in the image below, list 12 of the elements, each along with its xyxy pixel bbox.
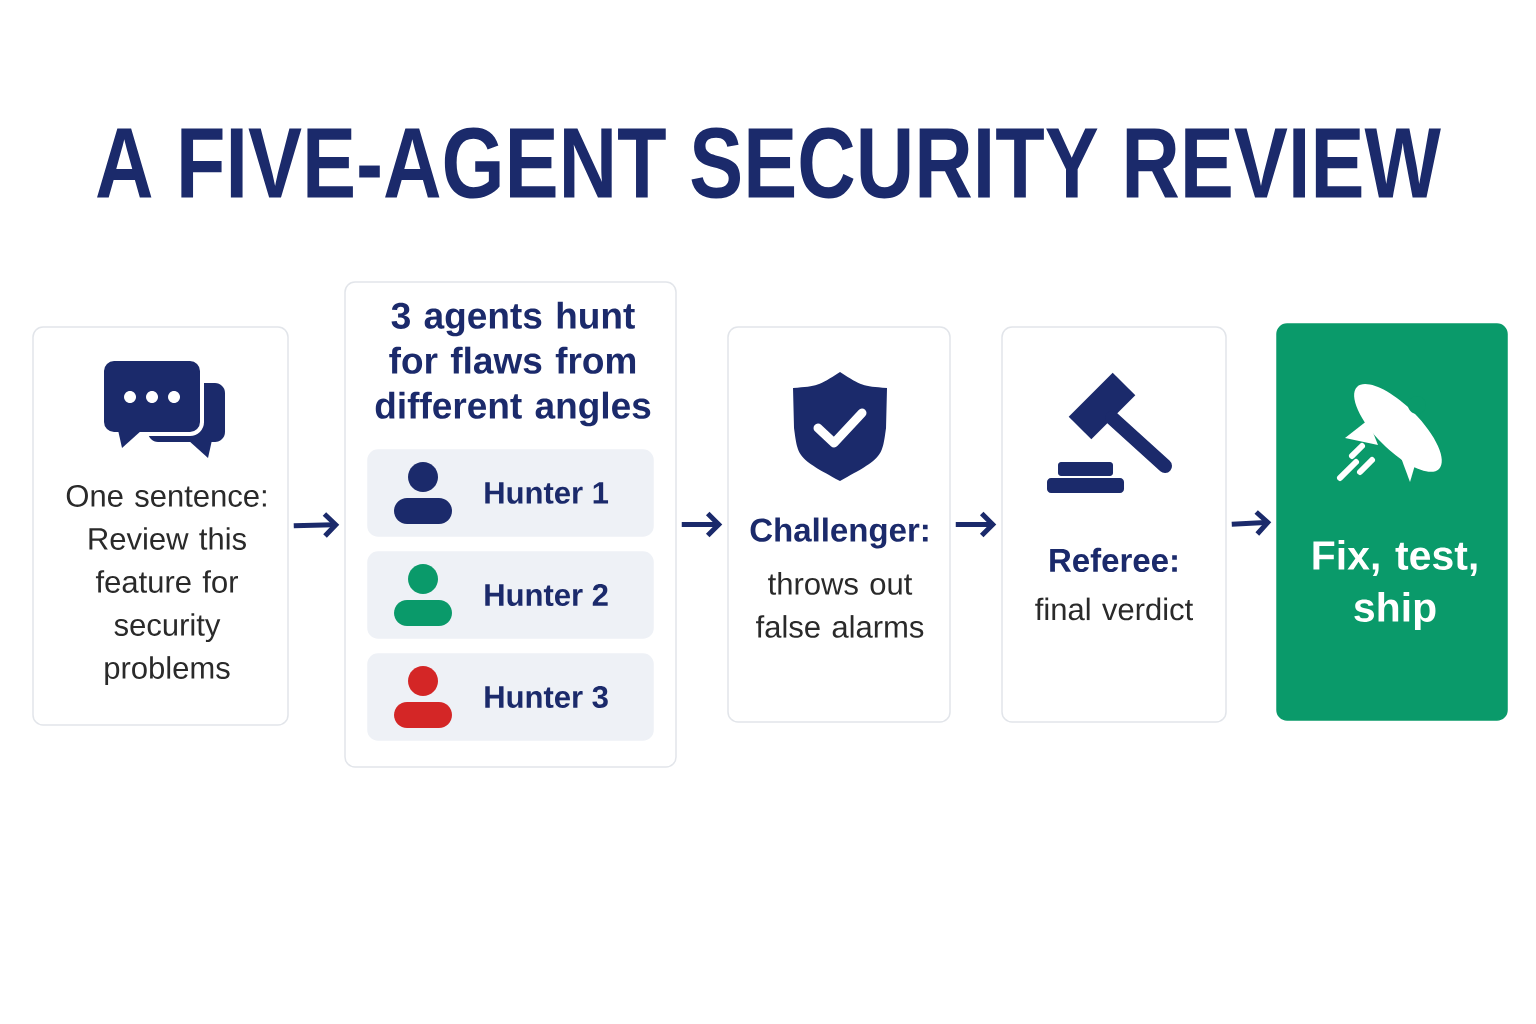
step-card: Fix, test, ship [1276,323,1508,721]
title: A FIVE-AGENT SECURITY REVIEW [97,127,1441,199]
hunter-row: Hunter 2 [367,551,654,639]
hunter-row: Hunter 1 [367,449,654,537]
step-card: One sentence: Review this feature for security problems [32,326,289,726]
arrow [681,511,723,538]
step-card: Referee: final verdict [1001,326,1227,723]
hunter-row: Hunter 3 [367,653,654,741]
arrow [955,511,997,538]
arrow [1231,510,1272,536]
step-card: Challenger: throws out false alarms [727,326,951,723]
arrow [293,512,340,538]
